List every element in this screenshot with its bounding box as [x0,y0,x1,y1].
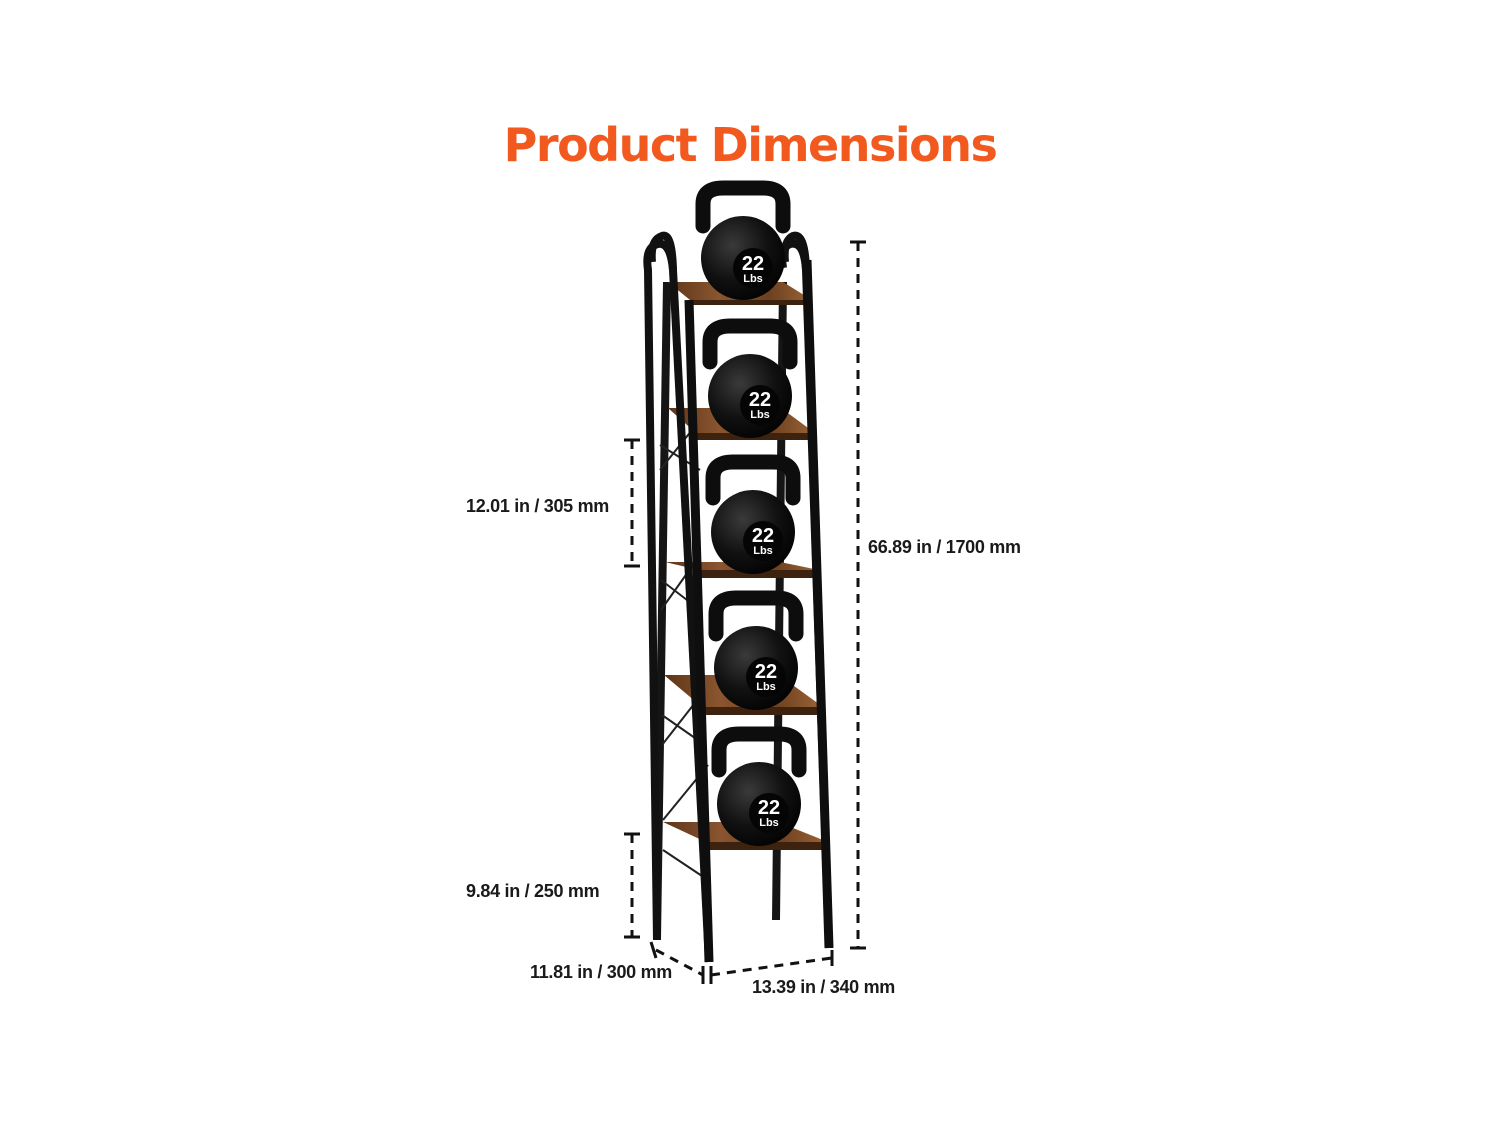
shelf-4-front [702,707,823,715]
front-leg-right [802,259,834,949]
kettlebell-2-unit: Lbs [750,409,770,421]
kettlebell-1: 22 Lbs [695,180,791,300]
dimension-lines [624,240,866,984]
shelf-1-front [690,300,812,305]
kettlebell-3: 22 Lbs [705,454,801,574]
kettlebell-5: 22 Lbs [711,726,807,846]
arch-right [780,231,810,271]
kettlebell-5-weight: 22 [758,797,780,819]
kettlebell-4-unit: Lbs [756,681,776,693]
total-height-label: 66.89 in / 1700 mm [868,537,1021,557]
width-dimension-line [709,950,834,984]
kettlebell-5-unit: Lbs [759,817,779,829]
bottom-clearance-dimension-line [624,832,640,939]
kettlebell-3-weight: 22 [752,525,774,547]
kettlebell-4: 22 Lbs [708,590,804,710]
kettlebell-2: 22 Lbs [702,318,798,438]
shelf-spacing-label: 12.01 in / 305 mm [466,496,609,516]
shelf-5-front [706,842,828,850]
bottom-clearance-label: 9.84 in / 250 mm [466,881,600,901]
depth-label: 11.81 in / 300 mm [530,962,672,982]
width-label: 13.39 in / 340 mm [752,977,895,997]
kettlebell-1-weight: 22 [742,253,764,275]
kettlebell-1-unit: Lbs [743,273,763,285]
kettlebell-2-weight: 22 [749,389,771,411]
front-leg-left [684,299,714,963]
arch-left [647,231,677,271]
kettlebell-3-unit: Lbs [753,545,773,557]
depth-dimension-line [649,941,705,984]
shelf-3-front [699,570,819,578]
height-dimension-line [850,240,866,950]
shelf-spacing-dimension-line [624,438,640,568]
kettlebell-4-weight: 22 [755,661,777,683]
page-title: Product Dimensions [503,118,998,172]
